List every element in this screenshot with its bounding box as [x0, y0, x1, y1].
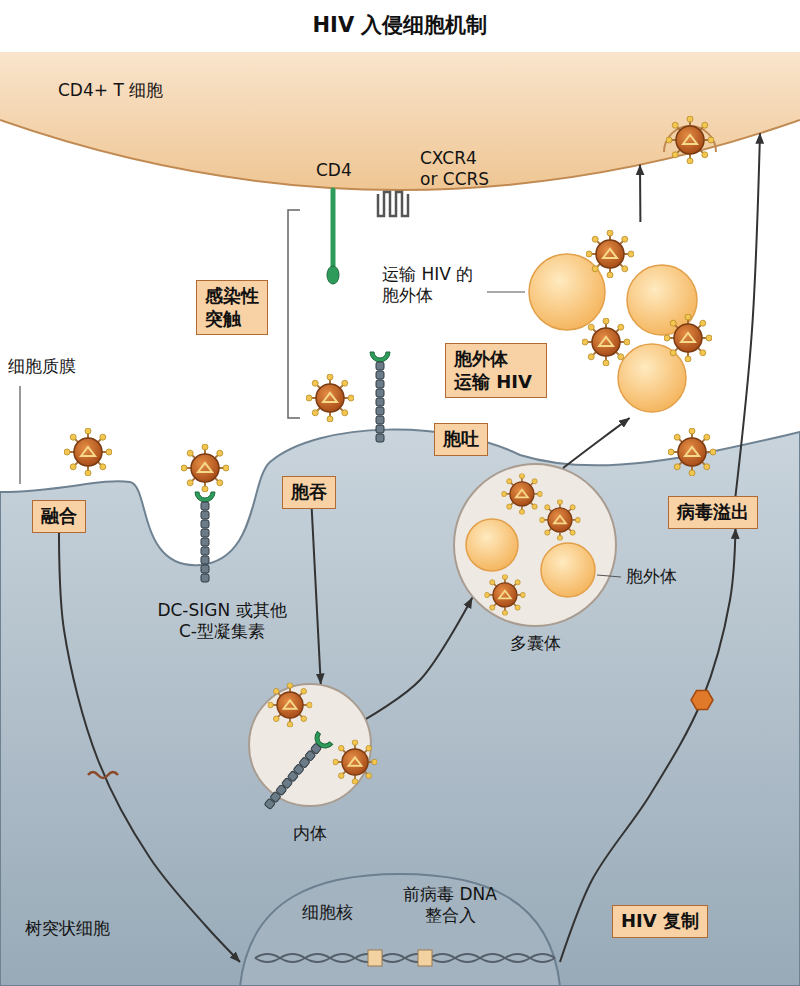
- node-text: 胞吞: [291, 481, 327, 504]
- label-wrap: 前病毒 DNA 整合入: [395, 884, 505, 927]
- process-box: 融合: [32, 500, 86, 533]
- flow-arrow: [563, 418, 630, 468]
- callout-label: DC-SIGN 或其他 C-型凝集素: [152, 600, 292, 643]
- callout-label: CD4: [316, 160, 352, 181]
- capsid-symbol: [691, 691, 713, 710]
- nucleus-dome: 细胞核: [240, 866, 560, 986]
- provirus-segment: [418, 950, 432, 966]
- node-text: CD4+ T 细胞: [58, 80, 800, 101]
- cell-region: CD4+ T 细胞: [0, 52, 800, 190]
- leader-line: [19, 386, 20, 484]
- hiv-virus: [333, 740, 378, 785]
- cd4-receptor: [331, 190, 336, 266]
- node-text: 病毒溢出: [677, 501, 749, 524]
- callout-label: CXCR4 or CCRS: [420, 148, 496, 191]
- hiv-virus: [666, 116, 714, 164]
- process-box: 胞外体 运输 HIV: [445, 343, 547, 398]
- title-wrap: HIV 入侵细胞机制: [0, 12, 800, 38]
- node-text: 运输 HIV 的 胞外体: [382, 264, 482, 307]
- node-text: 胞外体 运输 HIV: [454, 348, 538, 393]
- cell-membrane: [0, 430, 800, 986]
- hiv-virus: [586, 230, 634, 278]
- label-wrap: DC-SIGN 或其他 C-型凝集素: [152, 600, 292, 643]
- process-box: 感染性突触: [196, 280, 268, 335]
- process-box: HIV 复制: [612, 905, 708, 938]
- node-text: 感染性突触: [205, 285, 259, 330]
- label-wrap: 胞外体: [626, 566, 677, 587]
- process-box: 胞吞: [282, 476, 336, 509]
- flow-arrow: [639, 165, 641, 222]
- organelle-circle: 内体: [248, 683, 372, 855]
- provirus-segment: [368, 950, 382, 966]
- hiv-virus: [664, 314, 712, 362]
- callout-label: 胞外体: [626, 566, 677, 587]
- node-text: 内体: [248, 823, 372, 844]
- exosome: [627, 265, 697, 335]
- cell-region: 树突状细胞融合胞吞病毒溢出内体多囊体细胞核HIV 复制: [0, 420, 800, 986]
- hiv-virus: [539, 499, 580, 540]
- hiv-virus: [268, 683, 313, 728]
- t-cell-outline: [0, 52, 800, 190]
- bracket: [288, 210, 300, 418]
- exosome-group: [527, 222, 707, 418]
- hiv-virus: [181, 444, 229, 492]
- organelle-circle: 多囊体: [453, 463, 617, 663]
- exosome: [541, 543, 595, 597]
- callout-label: 细胞质膜: [8, 356, 76, 377]
- hiv-virus: [501, 473, 542, 514]
- hiv-virus: [306, 374, 354, 422]
- node-text: HIV 复制: [621, 910, 699, 933]
- hiv-virus: [484, 574, 525, 615]
- hiv-virus: [64, 428, 112, 476]
- exosome-cluster: 运输 HIV 的 胞外体: [527, 222, 707, 418]
- nucleus-outline: [240, 866, 560, 986]
- label-wrap: 细胞质膜: [8, 356, 76, 377]
- process-box: 胞吐: [434, 423, 488, 456]
- cell-fill: [0, 52, 800, 190]
- vesicle-outline: [249, 684, 371, 806]
- cell-membrane: [0, 120, 800, 190]
- exosome: [529, 254, 605, 330]
- exosome: [618, 344, 686, 412]
- coreceptor-symbol: [378, 192, 408, 216]
- nucleus-fill: [240, 874, 560, 986]
- node-text: 胞吐: [443, 428, 479, 451]
- process-box: 病毒溢出: [668, 496, 758, 529]
- hiv-virus: [582, 318, 630, 366]
- cd4-receptor: [327, 266, 339, 284]
- node-text: 融合: [41, 505, 77, 528]
- label-wrap: CXCR4 or CCRS: [420, 148, 496, 191]
- label-wrap: CD4: [316, 160, 352, 181]
- exosome: [466, 519, 518, 571]
- vesicle-outline: [454, 464, 616, 626]
- diagram-title: HIV 入侵细胞机制: [0, 12, 800, 38]
- hiv-virus: [668, 428, 716, 476]
- dc-sign-receptor: [370, 352, 390, 442]
- leader-line: [487, 291, 525, 292]
- callout-label: 前病毒 DNA 整合入: [395, 884, 505, 927]
- node-text: 多囊体: [453, 633, 617, 654]
